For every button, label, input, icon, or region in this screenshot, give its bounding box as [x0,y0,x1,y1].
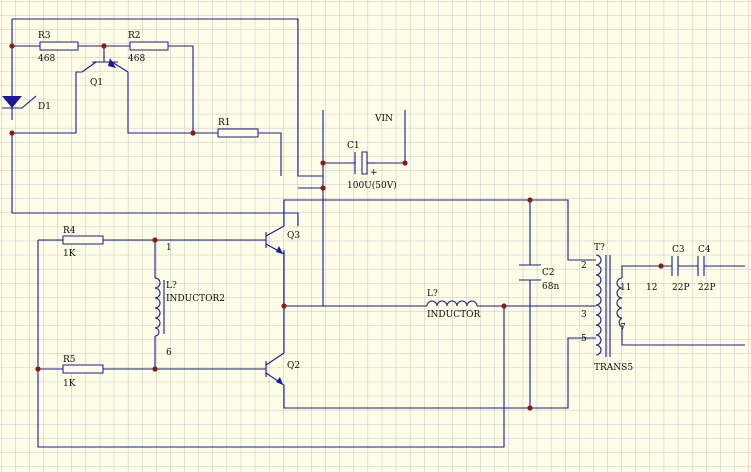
capacitor-c2[interactable]: C2 68n [519,264,559,292]
r4-value: 1K [63,249,76,259]
diode-d1[interactable]: D1 [2,95,51,112]
c4-ref: C4 [698,245,711,255]
transistor-q2[interactable]: Q2 [265,352,300,386]
r2-ref: R2 [128,31,141,41]
tank-value: INDUCTOR2 [166,294,225,304]
r4-ref: R4 [63,226,76,236]
c4-value: 22P [698,283,716,293]
c2-ref: C2 [542,268,555,278]
r1-ref: R1 [218,118,231,128]
t1-pin-7: 7 [620,323,626,333]
c1-ref: C1 [347,141,360,151]
d1-ref: D1 [38,102,51,112]
r3-ref: R3 [38,31,51,41]
t1-pin-12: 12 [646,283,657,293]
junctions [9,43,664,411]
resistor-r3[interactable]: R3 468 [38,31,79,64]
t1-pin-11: 11 [620,283,631,293]
choke-value: INDUCTOR [427,310,480,320]
c2-value: 68n [542,282,559,292]
t1-pin-5: 5 [581,334,587,344]
q2-ref: Q2 [287,361,300,371]
r5-ref: R5 [63,355,76,365]
resistor-r4[interactable]: R4 1K [62,226,104,259]
capacitor-c3[interactable]: C3 22P [671,245,690,293]
r5-value: 1K [63,379,76,389]
t1-pin-2: 2 [581,261,587,271]
c1-value: 100U(50V) [347,180,397,191]
q3-ref: Q3 [287,231,300,241]
transistor-q3[interactable]: Q3 [265,225,300,306]
t1-value: TRANS5 [594,363,633,373]
resistor-r5[interactable]: R5 1K [62,355,104,389]
r3-value: 468 [38,54,55,64]
tank-pin-1: 1 [166,243,172,253]
c3-ref: C3 [672,245,685,255]
transformer-t1[interactable]: T? 2 3 5 11 7 12 TRANS5 [581,243,657,373]
tank-ref: L? [166,281,177,291]
c3-value: 22P [672,283,690,293]
c1-polarity: + [370,168,378,178]
transistor-q1[interactable]: Q1 [81,52,129,88]
inductor-tank[interactable]: 1 6 L? INDUCTOR2 [154,243,225,358]
vin-label: VIN [374,114,393,124]
wires [11,18,745,448]
resistor-r2[interactable]: R2 468 [128,31,169,64]
q1-ref: Q1 [90,78,103,88]
capacitor-c4[interactable]: C4 22P [697,245,716,293]
r2-value: 468 [128,54,145,64]
t1-ref: T? [594,243,605,253]
t1-pin-3: 3 [581,310,587,320]
capacitor-c1[interactable]: C1 + 100U(50V) [347,141,397,191]
resistor-r1[interactable]: R1 [217,118,259,138]
choke-ref: L? [427,289,438,299]
inductor-choke[interactable]: L? INDUCTOR [426,289,480,320]
tank-pin-6: 6 [166,348,172,358]
